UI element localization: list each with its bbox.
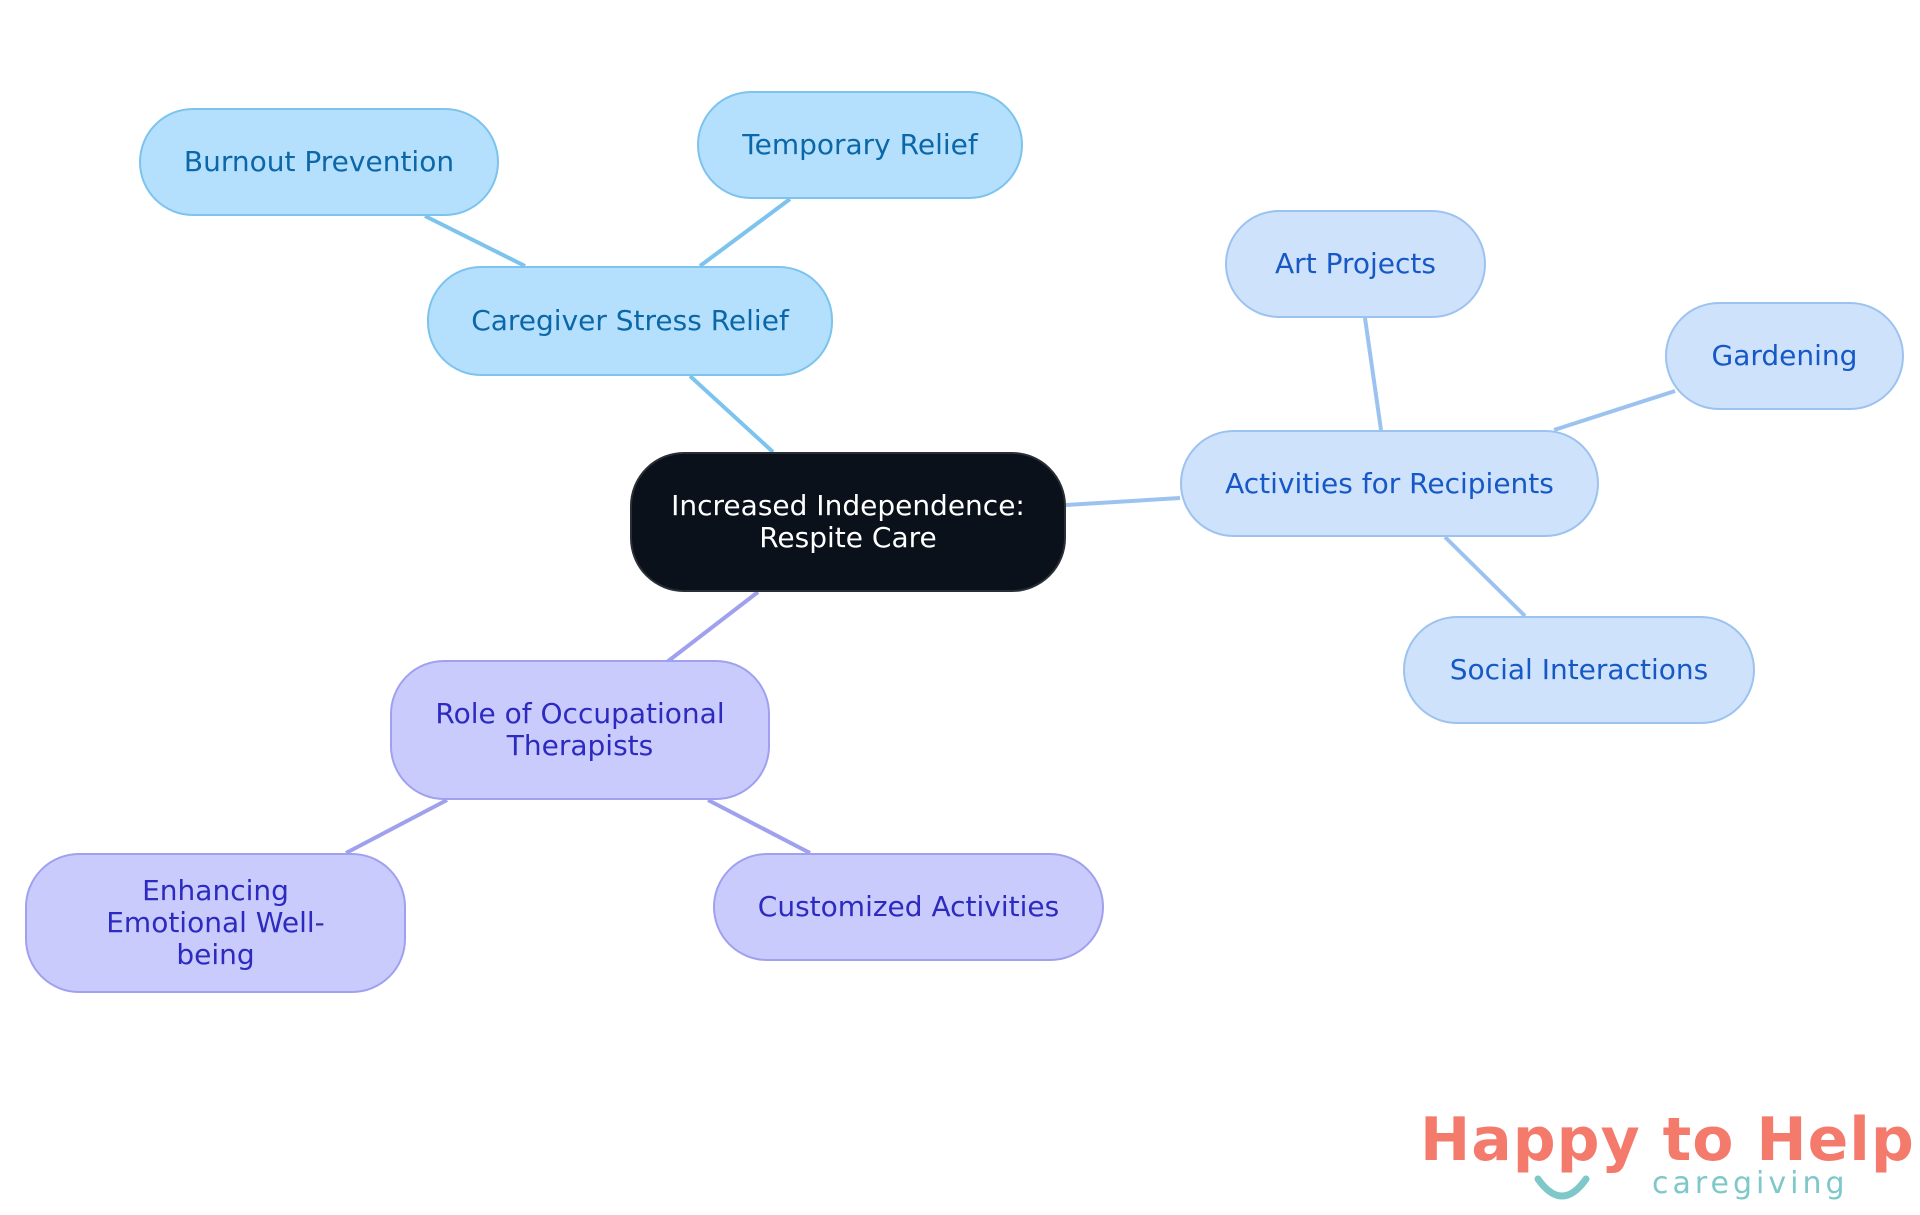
node-temporary-relief[interactable]: Temporary Relief	[697, 91, 1023, 199]
node-burnout-prevention[interactable]: Burnout Prevention	[139, 108, 499, 216]
node-label: Caregiver Stress Relief	[471, 304, 789, 337]
node-activities-for-recipients[interactable]: Activities for Recipients	[1180, 430, 1599, 537]
node-gardening[interactable]: Gardening	[1665, 302, 1904, 410]
edge-caregiver-temporary-relief	[698, 197, 792, 268]
edge-activities-gardening	[1553, 389, 1676, 432]
edge-activities-social-interactions	[1443, 535, 1527, 618]
node-caregiver-stress-relief[interactable]: Caregiver Stress Relief	[427, 266, 833, 376]
node-label: Enhancing Emotional Well-being	[106, 874, 325, 971]
node-art-projects[interactable]: Art Projects	[1225, 210, 1486, 318]
edge-root-caregiver-stress-relief	[688, 374, 775, 454]
smile-icon	[1534, 1175, 1590, 1200]
root-node[interactable]: Increased Independence: Respite Care	[630, 452, 1066, 592]
edge-caregiver-burnout-prevention	[424, 214, 526, 268]
node-social-interactions[interactable]: Social Interactions	[1403, 616, 1755, 724]
node-label: Temporary Relief	[742, 128, 978, 161]
edge-therapists-emotional-wellbeing	[345, 798, 448, 855]
edge-root-occupational-therapists	[665, 590, 760, 664]
node-label: Social Interactions	[1449, 653, 1709, 686]
node-role-of-occupational-therapists[interactable]: Role of Occupational Therapists	[390, 660, 770, 800]
root-node-label: Increased Independence: Respite Care	[671, 489, 1025, 554]
edge-activities-art-projects	[1363, 317, 1383, 431]
logo-sub-text: caregiving	[1652, 1166, 1849, 1201]
node-label: Gardening	[1711, 339, 1858, 372]
node-label: Art Projects	[1275, 247, 1436, 280]
logo-main-text: Happy to Help	[1420, 1105, 1915, 1175]
node-customized-activities[interactable]: Customized Activities	[713, 853, 1104, 961]
node-label: Burnout Prevention	[183, 145, 455, 178]
edge-root-activities-for-recipients	[1065, 496, 1181, 507]
node-enhancing-emotional-wellbeing[interactable]: Enhancing Emotional Well-being	[25, 853, 406, 993]
node-label: Role of Occupational Therapists	[435, 697, 725, 762]
happy-to-help-logo: Happy to Help caregiving	[1420, 1105, 1914, 1205]
node-label: Activities for Recipients	[1225, 466, 1554, 500]
edge-therapists-customized-activities	[707, 798, 811, 855]
node-label: Customized Activities	[757, 890, 1060, 923]
